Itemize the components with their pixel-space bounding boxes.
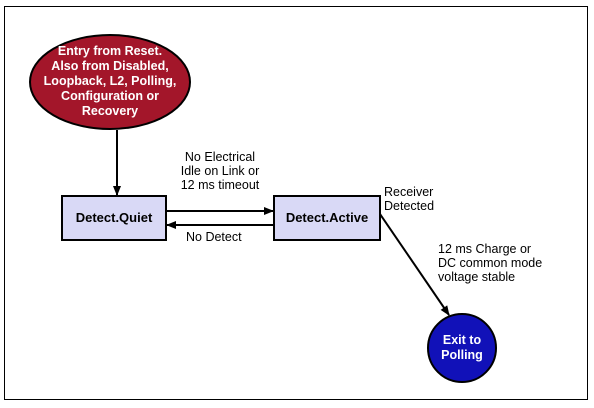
exit-node-shape xyxy=(427,313,497,383)
detect-quiet-box xyxy=(61,195,167,241)
edge-label-active-to-exit: 12 ms Charge or DC common mode voltage s… xyxy=(438,242,542,284)
receiver-line-1: Receiver xyxy=(384,185,434,199)
entry-line-2: Also from Disabled, xyxy=(51,59,169,73)
exit-line-2: Polling xyxy=(441,348,483,362)
exit-cond-line-3: voltage stable xyxy=(438,270,516,284)
edge-label-receiver-detected: Receiver Detected xyxy=(384,185,434,213)
exit-cond-line-2: DC common mode xyxy=(438,256,543,270)
edge-label-quiet-to-active: No Electrical Idle on Link or 12 ms time… xyxy=(160,150,280,192)
receiver-line-2: Detected xyxy=(384,199,435,213)
detect-quiet-label: Detect.Quiet xyxy=(75,210,153,225)
diagram-frame xyxy=(4,6,588,400)
exit-line-1: Exit to xyxy=(442,333,482,347)
edge-quiet-active-line-1: No Electrical xyxy=(184,150,256,164)
edge-active-to-exit xyxy=(379,213,450,316)
entry-node-label: Entry from Reset. Also from Disabled, Lo… xyxy=(30,44,190,119)
detect-active-label: Detect.Active xyxy=(285,210,369,225)
exit-cond-line-1: 12 ms Charge or xyxy=(438,242,532,256)
edge-quiet-active-line-3: 12 ms timeout xyxy=(180,178,260,192)
edge-label-no-detect: No Detect xyxy=(186,230,242,244)
entry-node-shape xyxy=(29,34,191,130)
entry-line-1: Entry from Reset. xyxy=(57,44,163,58)
exit-node-label: Exit to Polling xyxy=(428,333,496,363)
edge-quiet-active-line-2: Idle on Link or xyxy=(180,164,260,178)
entry-line-4: Configuration or xyxy=(61,89,159,103)
detect-active-box xyxy=(273,195,381,241)
entry-line-3: Loopback, L2, Polling, xyxy=(43,74,177,88)
entry-line-5: Recovery xyxy=(81,104,139,118)
